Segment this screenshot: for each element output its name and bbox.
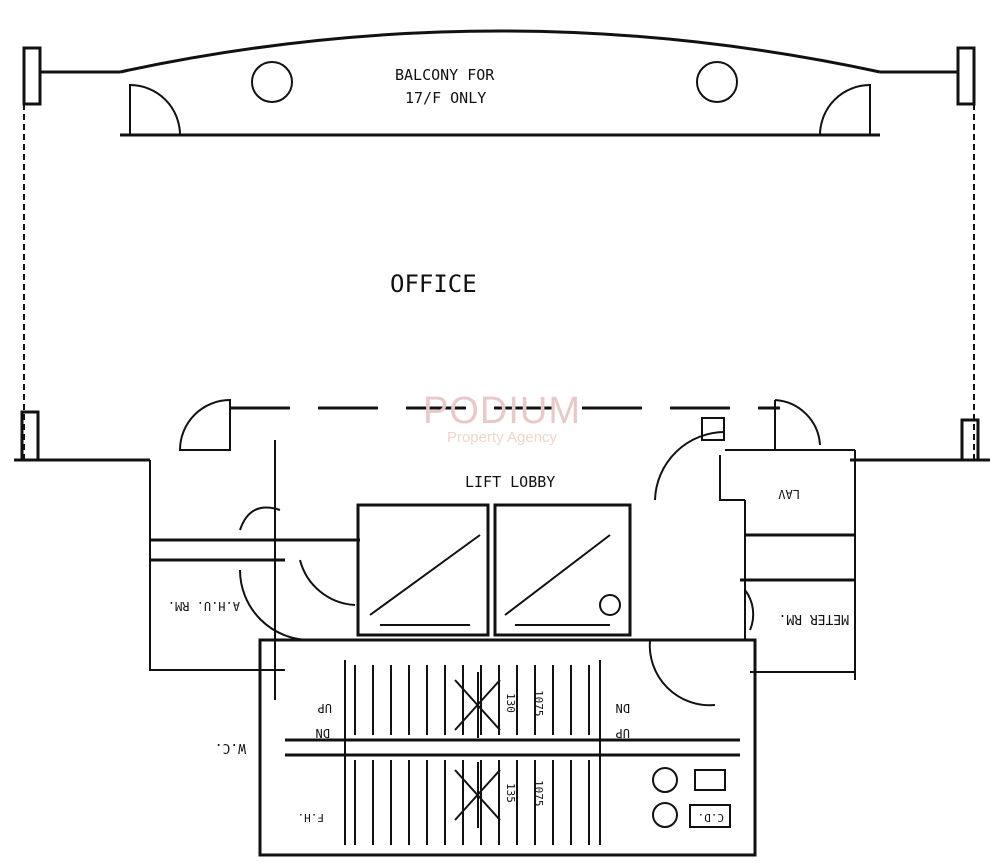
dimension-label: 135 bbox=[504, 783, 517, 803]
column-circle bbox=[251, 61, 293, 103]
dimension-label: 1075 bbox=[532, 780, 545, 807]
wc-label: W.C. bbox=[215, 740, 246, 755]
dimension-label: 1075 bbox=[532, 690, 545, 717]
balcony-label-2: 17/F ONLY bbox=[405, 89, 486, 107]
dn-label-2: DN bbox=[616, 701, 630, 715]
ahu-room-label: A.H.U. RM. bbox=[168, 599, 240, 613]
lift-shafts bbox=[356, 503, 632, 637]
balcony-label: BALCONY FOR bbox=[395, 66, 495, 84]
office-label: OFFICE bbox=[390, 270, 477, 298]
staircase bbox=[258, 638, 757, 857]
watermark-brand: PODIUM bbox=[423, 390, 581, 432]
up-label: UP bbox=[318, 701, 332, 715]
stair-cross-marks bbox=[454, 672, 501, 828]
lift-lobby-label: LIFT LOBBY bbox=[465, 473, 555, 491]
up-label-2: UP bbox=[616, 726, 630, 740]
office-walls bbox=[14, 104, 990, 462]
fh-label: F.H. bbox=[298, 811, 325, 824]
right-core bbox=[648, 399, 856, 707]
dimension-label: 130 bbox=[504, 693, 517, 713]
dn-label: DN bbox=[316, 726, 330, 740]
lav-label: LAV bbox=[778, 487, 800, 501]
watermark: PODIUM Property Agency bbox=[423, 392, 581, 446]
balcony bbox=[22, 29, 976, 137]
watermark-tagline: Property Agency bbox=[446, 429, 558, 446]
column-circle bbox=[696, 61, 738, 103]
stair-treads bbox=[354, 665, 590, 845]
fire-services bbox=[652, 767, 731, 828]
meter-room-label: METER RM. bbox=[779, 611, 849, 626]
left-core bbox=[149, 398, 360, 700]
cd-label: C.D. bbox=[698, 811, 725, 824]
